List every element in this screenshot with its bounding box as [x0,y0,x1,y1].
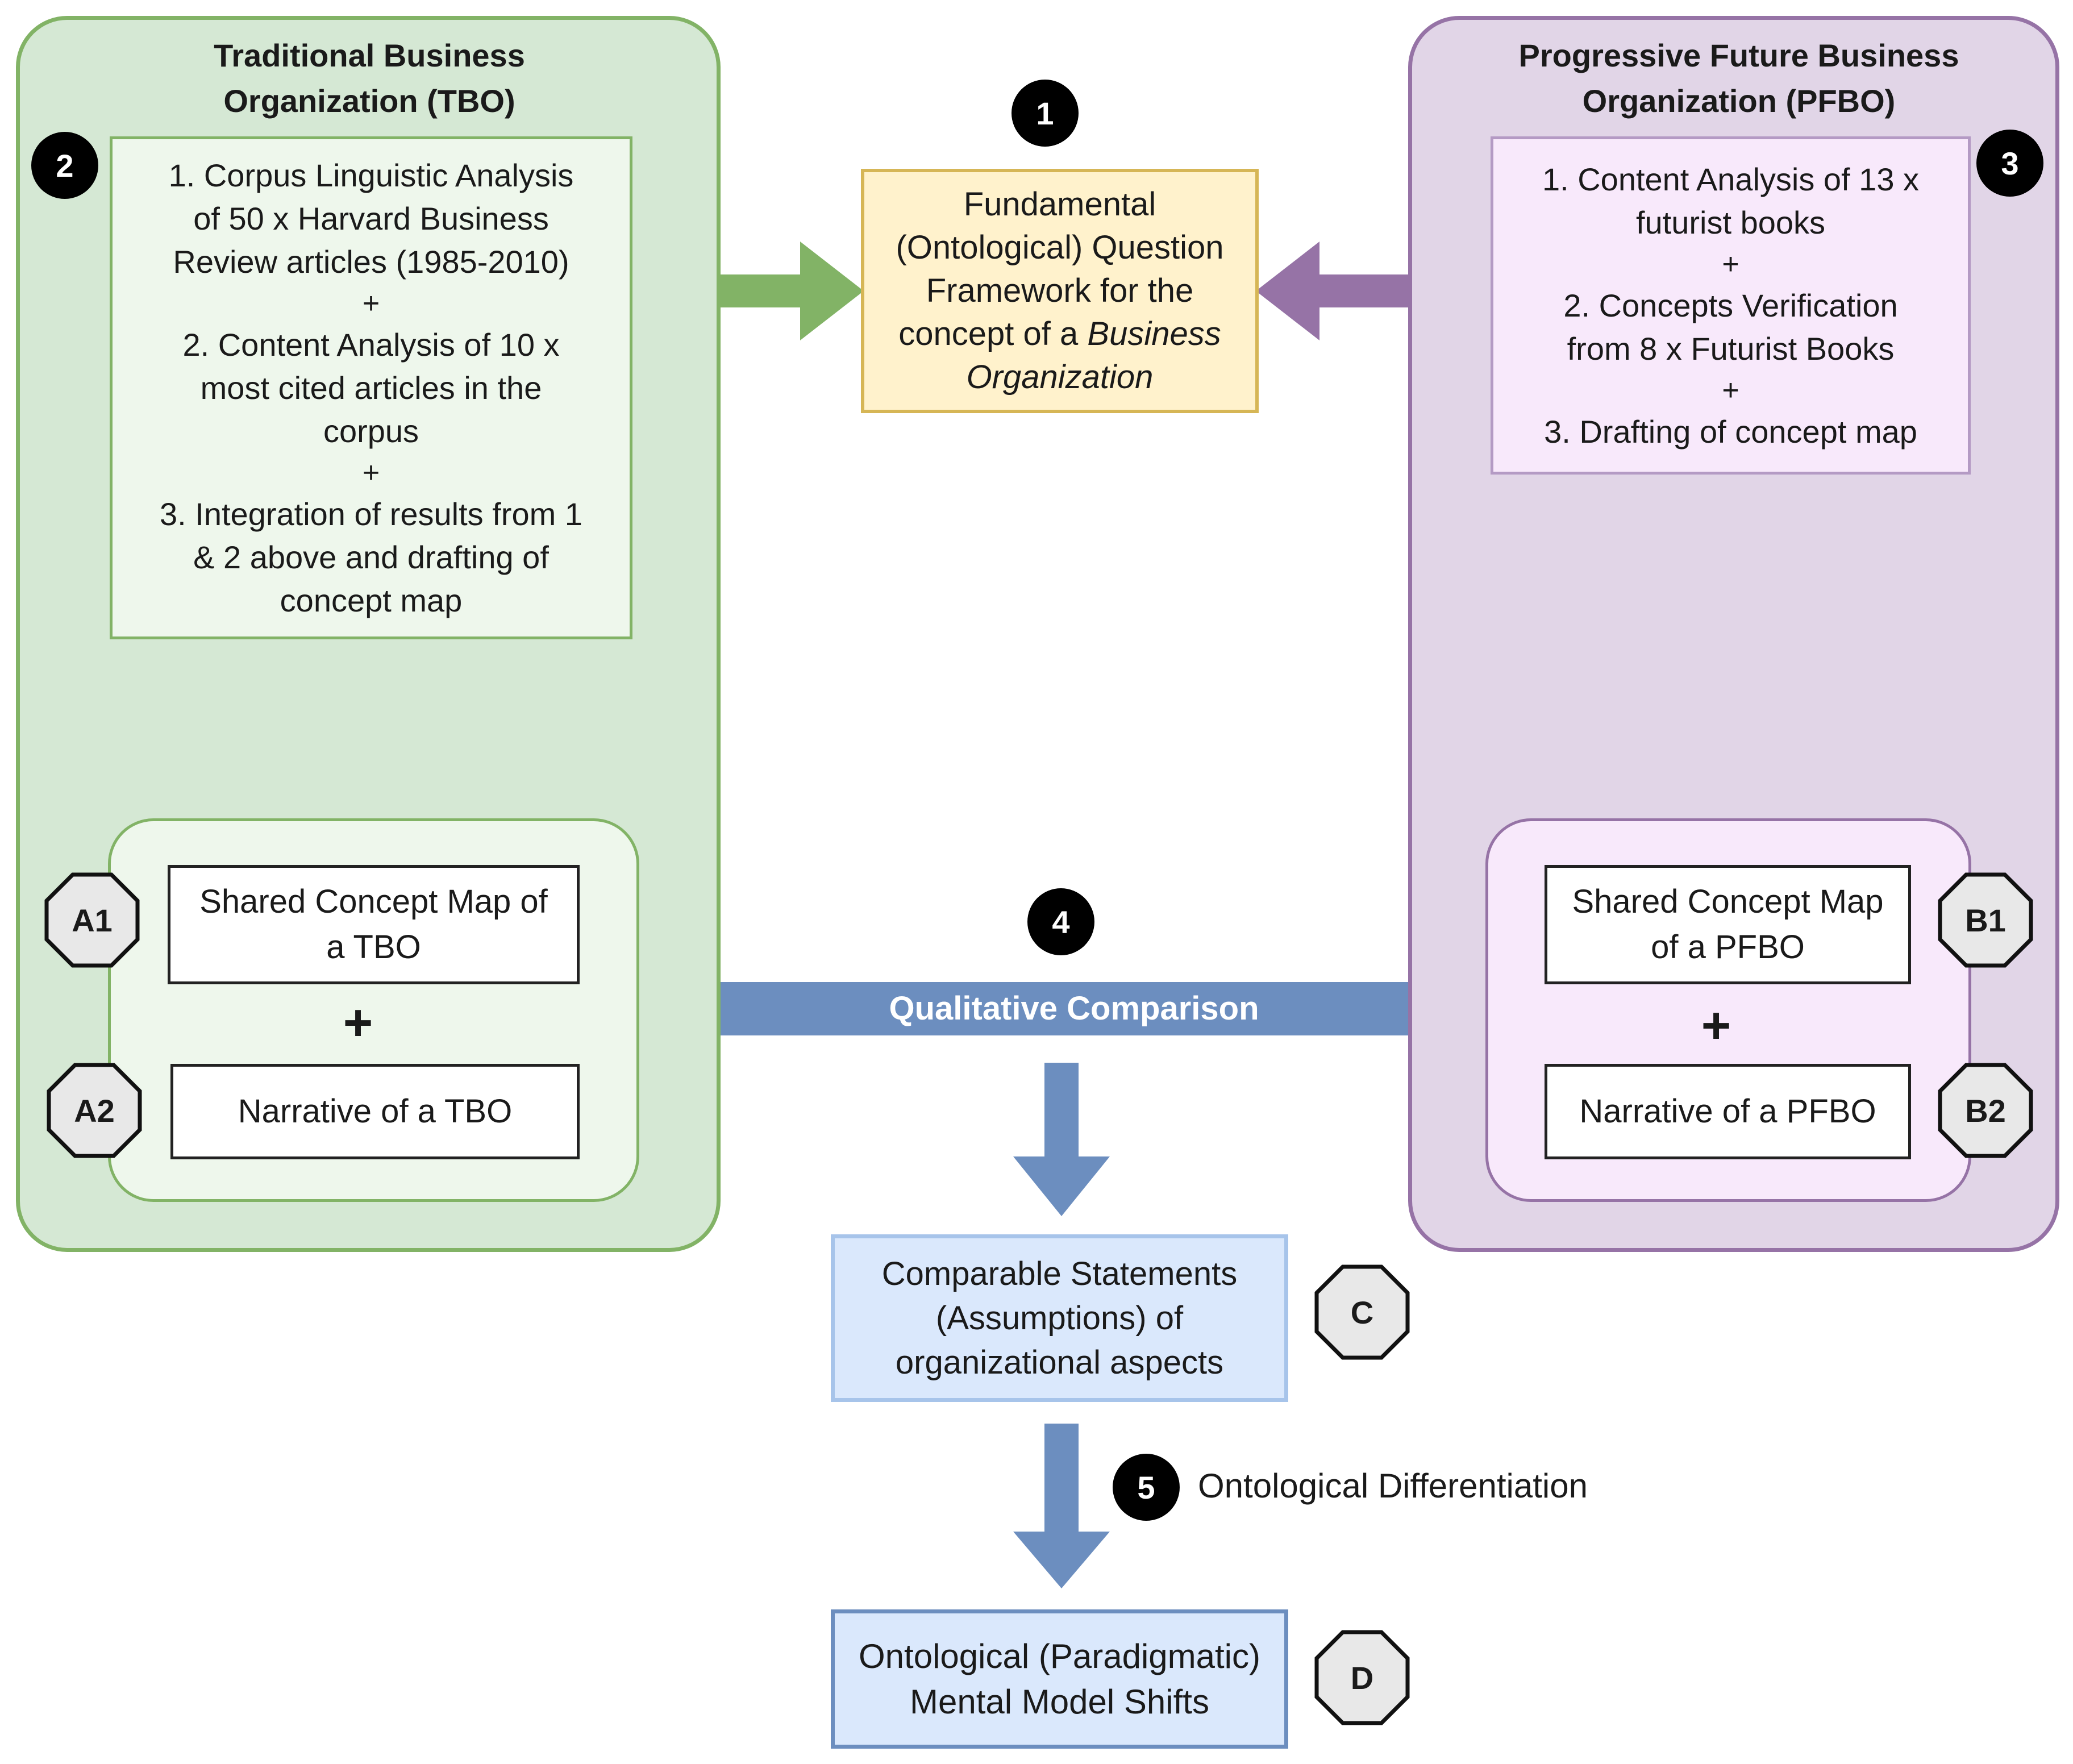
badge-a1-label: A1 [72,902,113,938]
badge-a1: A1 [44,872,140,968]
tbo-method-line: concept map [280,582,463,618]
tbo-method-line: 1. Corpus Linguistic Analysis [168,157,574,193]
pfbo-narrative-box: Narrative of a PFBO [1545,1064,1911,1159]
shifts-line: Mental Model Shifts [910,1682,1209,1721]
tbo-method-line: 3. Integration of results from 1 [160,496,582,532]
badge-b2: B2 [1938,1063,2033,1158]
framework-line-italic: Organization [966,359,1154,396]
framework-line: concept of a Business [898,313,1221,356]
tbo-title-line2: Organization (TBO) [223,83,515,119]
shifts-line: Ontological (Paradigmatic) [859,1637,1260,1675]
tbo-method-plus: + [362,286,380,320]
badge-d-label: D [1350,1659,1374,1696]
octagon-shape [1314,1630,1410,1725]
octagon-shape [47,1063,142,1158]
statements-line: (Assumptions) of [935,1299,1184,1337]
badge-b1-label: B1 [1965,902,2006,938]
tbo-title: Traditional Business Organization (TBO) [159,33,580,124]
tbo-method-line: corpus [323,413,419,449]
octagon-shape [1938,1063,2033,1158]
tbo-narrative-box: Narrative of a TBO [170,1064,580,1159]
qualitative-comparison-label: Qualitative Comparison [889,990,1259,1027]
tbo-title-line1: Traditional Business [214,38,525,73]
step-4-badge: 4 [1027,888,1094,955]
badge-d: D [1314,1630,1410,1725]
tbo-method-line: of 50 x Harvard Business [193,200,549,236]
tbo-methods-box: 1. Corpus Linguistic Analysis of 50 x Ha… [110,136,632,639]
framework-line-plain: concept of a [898,315,1088,352]
framework-line: Fundamental [963,186,1156,223]
step-2-badge: 2 [31,132,98,199]
framework-line: Framework for the [926,272,1194,309]
qualitative-comparison-arrow [639,946,1486,1071]
statements-line: Comparable Statements [881,1255,1238,1292]
mental-model-shifts-box: Ontological (Paradigmatic) Mental Model … [831,1609,1288,1749]
badge-b1: B1 [1938,872,2033,968]
step-1-badge: 1 [1011,80,1079,147]
pfbo-title-line2: Organization (PFBO) [1582,83,1896,119]
pfbo-concept-map-line1: Shared Concept Map [1572,883,1884,920]
pfbo-method-line: 3. Drafting of concept map [1544,413,1917,450]
framework-line-italic: Business [1087,315,1221,352]
pfbo-method-line: 1. Content Analysis of 13 x [1542,161,1920,197]
tbo-concept-map-box: Shared Concept Map of a TBO [168,865,580,984]
badge-a2-label: A2 [74,1092,115,1129]
octagon-shape [44,872,140,968]
tbo-method-line: 2. Content Analysis of 10 x [182,326,560,363]
octagon-shape [1938,872,2033,968]
pfbo-method-plus: + [1722,247,1739,281]
comparison-down-arrow [1013,1063,1110,1216]
step-5-badge: 5 [1113,1454,1180,1521]
badge-a2: A2 [47,1063,142,1158]
pfbo-title: Progressive Future Business Organization… [1438,33,2040,124]
tbo-method-plus: + [362,456,380,489]
pfbo-narrative-text: Narrative of a PFBO [1579,1093,1876,1130]
pfbo-method-line: 2. Concepts Verification [1563,287,1898,323]
badge-c-label: C [1350,1294,1374,1330]
pfbo-concept-map-box: Shared Concept Map of a PFBO [1545,865,1911,984]
pfbo-methods-box: 1. Content Analysis of 13 x futurist boo… [1491,136,1971,475]
pfbo-title-line1: Progressive Future Business [1518,38,1959,73]
tbo-method-line: Review articles (1985-2010) [173,243,569,280]
tbo-method-line: & 2 above and drafting of [193,539,549,575]
tbo-narrative-text: Narrative of a TBO [238,1093,513,1130]
pfbo-method-plus: + [1722,373,1739,407]
pfbo-method-line: futurist books [1635,204,1826,240]
badge-b2-label: B2 [1965,1092,2006,1129]
framework-line: Organization [967,356,1154,399]
step-3-badge: 3 [1976,130,2043,197]
framework-box: Fundamental (Ontological) Question Frame… [861,169,1259,413]
tbo-method-line: most cited articles in the [200,369,542,406]
tbo-concept-map-line1: Shared Concept Map of [199,883,548,920]
tbo-concept-map-line2: a TBO [326,929,421,966]
pfbo-concept-map-line2: of a PFBO [1651,929,1805,966]
tbo-plus-sign: + [343,995,373,1051]
statements-line: organizational aspects [895,1343,1224,1381]
comparable-statements-box: Comparable Statements (Assumptions) of o… [831,1234,1288,1402]
pfbo-plus-sign: + [1701,997,1731,1054]
pfbo-method-line: from 8 x Futurist Books [1567,330,1895,367]
differentiation-down-arrow [1013,1424,1110,1588]
ontological-differentiation-label: Ontological Differentiation [1198,1467,1588,1505]
octagon-shape [1314,1264,1410,1360]
badge-c: C [1314,1264,1410,1360]
framework-line: (Ontological) Question [896,229,1224,266]
